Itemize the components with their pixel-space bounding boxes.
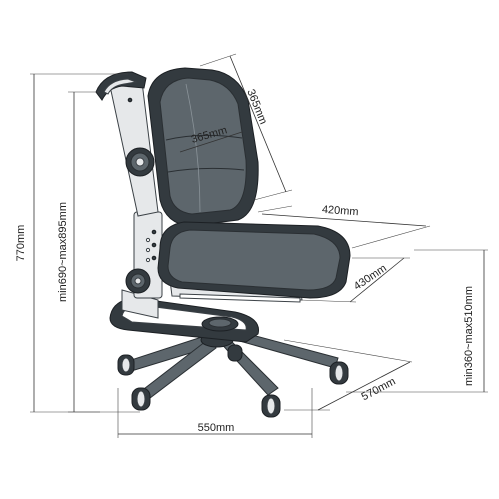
dimension-backrest-height-range: min690~max895mm: [57, 91, 100, 413]
seat-rail: [179, 293, 301, 303]
dimension-seat-width: 420mm: [257, 204, 431, 249]
caster-wheels: [117, 344, 349, 418]
height-knob-lower: [125, 268, 151, 294]
backrest-height-range-label: min690~max895mm: [57, 202, 69, 302]
dimension-base-width: 550mm: [117, 388, 313, 438]
caster-wheel: [131, 387, 151, 411]
seat-depth-label: 430mm: [352, 262, 389, 292]
base-width-label: 550mm: [198, 422, 235, 434]
base-depth-label: 570mm: [360, 375, 398, 403]
seat-width-label: 420mm: [321, 204, 358, 219]
caster-wheel: [329, 361, 349, 385]
total-height-label: 770mm: [15, 225, 27, 262]
dimension-seat-height-range: min360~max510mm: [346, 249, 488, 393]
seat-cushion: [157, 221, 351, 299]
backrest: [147, 67, 259, 227]
backrest-support-arm: [95, 71, 159, 217]
backrest-knob: [125, 147, 155, 177]
caster-wheel: [117, 354, 135, 376]
chair-illustration: [95, 67, 351, 418]
height-adjustment-column: [121, 211, 163, 319]
caster-wheel: [227, 344, 243, 362]
caster-wheel: [261, 394, 281, 418]
seat-height-range-label: min360~max510mm: [463, 286, 475, 386]
